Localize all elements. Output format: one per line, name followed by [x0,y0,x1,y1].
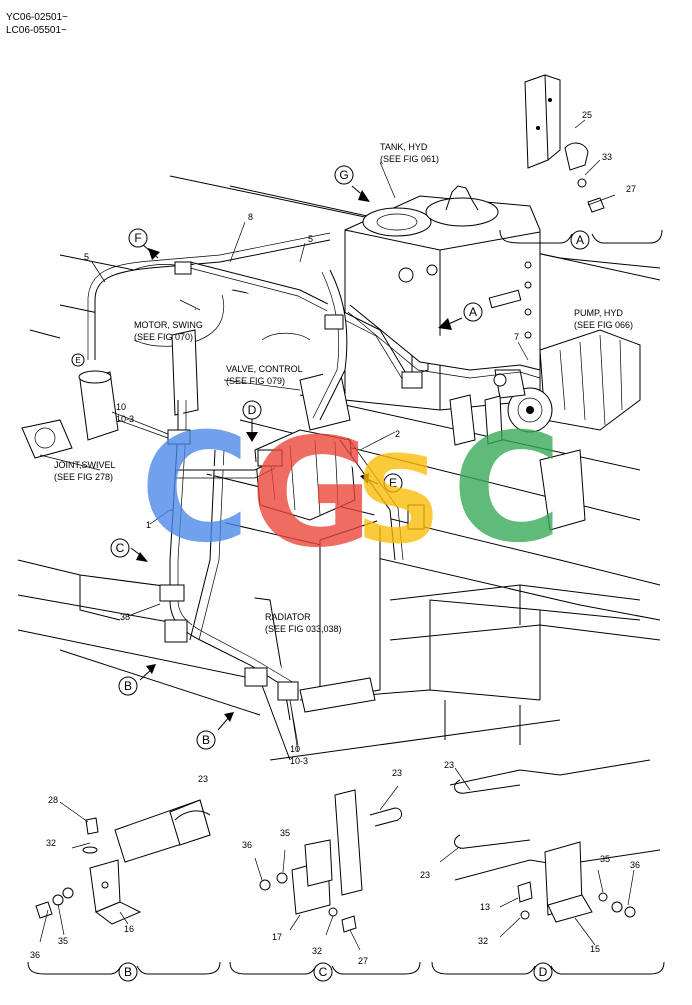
part-17: 17 [272,932,282,942]
view-letter-g: G [339,168,348,182]
part-38: 38 [120,612,130,622]
swing-motor [78,264,224,441]
view-letter-c-detail: C [319,965,328,979]
part-23-c: 23 [392,768,402,778]
part-15: 15 [590,944,600,954]
watermark-letter-s: S [355,432,441,571]
part-28: 28 [48,795,58,805]
watermark-letter-g: G [250,407,373,581]
view-letter-a-main: A [469,305,477,319]
view-arrows [130,185,463,731]
part-32-b: 32 [46,838,56,848]
detail-c [229,785,421,975]
view-letter-b-detail: B [124,965,132,979]
part-27-a: 27 [626,184,636,194]
part-32-c: 32 [312,946,322,956]
swivel-joint [21,419,73,459]
view-letter-e-motor: E [75,356,80,365]
detail-b [27,799,221,975]
part-23-b: 23 [198,774,208,784]
radiator [299,519,381,713]
detail-d [431,759,665,975]
part-35-c: 35 [280,828,290,838]
view-letter-b-main-1: B [124,679,132,693]
part-5-top: 5 [308,234,313,244]
part-35-d: 35 [600,854,610,864]
view-letter-c-main: C [116,541,125,555]
view-letter-e-main: E [389,476,397,490]
watermark: C G S C [140,402,562,581]
part-10-upper: 10 [116,402,126,412]
callout-joint-1: JOINT,SWIVEL [54,460,116,470]
part-2: 2 [395,429,400,439]
part-23-d-top: 23 [444,760,454,770]
callout-pump-1: PUMP, HYD [574,308,623,318]
serial-range-1: YC06-02501~ [6,12,68,23]
part-13: 13 [480,902,490,912]
hydraulic-pump [449,329,641,531]
part-36-d: 36 [630,860,640,870]
part-8: 8 [248,212,253,222]
part-33: 33 [602,152,612,162]
callout-tank-2: (SEE FIG 061) [380,154,439,164]
serial-range-2: LC06-05501~ [6,25,67,36]
part-32-d: 32 [478,936,488,946]
view-letter-a-detail: A [576,233,584,247]
part-27-c: 27 [358,956,368,966]
component-callouts: TANK, HYD (SEE FIG 061) MOTOR, SWING (SE… [54,142,633,634]
part-10-lower: 10 [290,744,300,754]
view-letter-f: F [134,231,141,245]
callout-joint-2: (SEE FIG 278) [54,472,113,482]
part-36-c: 36 [242,840,252,850]
view-letter-callouts: F G A D C B B E E A B C D [71,165,590,982]
part-35-b: 35 [58,936,68,946]
part-25: 25 [582,110,592,120]
detail-a [499,74,663,244]
part-23-d-mid: 23 [420,870,430,880]
callout-valve-2: (SEE FIG 079) [226,376,285,386]
callout-tank-1: TANK, HYD [380,142,428,152]
view-letter-d-detail: D [539,965,548,979]
callout-radiator-2: (SEE FIG 033,038) [265,624,342,634]
part-5-left: 5 [84,252,89,262]
leader-lines [39,161,529,753]
part-numbers: 8 5 5 7 2 10 10-3 1 38 10 10-3 25 33 27 … [30,110,640,966]
callout-motor-2: (SEE FIG 070) [134,332,193,342]
part-16: 16 [124,924,134,934]
callout-valve-1: VALVE, CONTROL [226,364,303,374]
part-1: 1 [146,520,151,530]
watermark-letter-c1: C [140,402,250,576]
clamps [159,261,425,701]
watermark-letter-c2: C [452,402,562,576]
view-letter-d-main: D [248,403,257,417]
hoses [87,232,541,691]
callout-motor-1: MOTOR, SWING [134,320,203,330]
part-7: 7 [514,332,519,342]
callout-pump-2: (SEE FIG 066) [574,320,633,330]
part-10-3-lower: 10-3 [290,756,308,766]
part-36-b: 36 [30,950,40,960]
view-letter-b-main-2: B [202,733,210,747]
callout-radiator-1: RADIATOR [265,612,311,622]
part-10-3-upper: 10-3 [116,414,134,424]
